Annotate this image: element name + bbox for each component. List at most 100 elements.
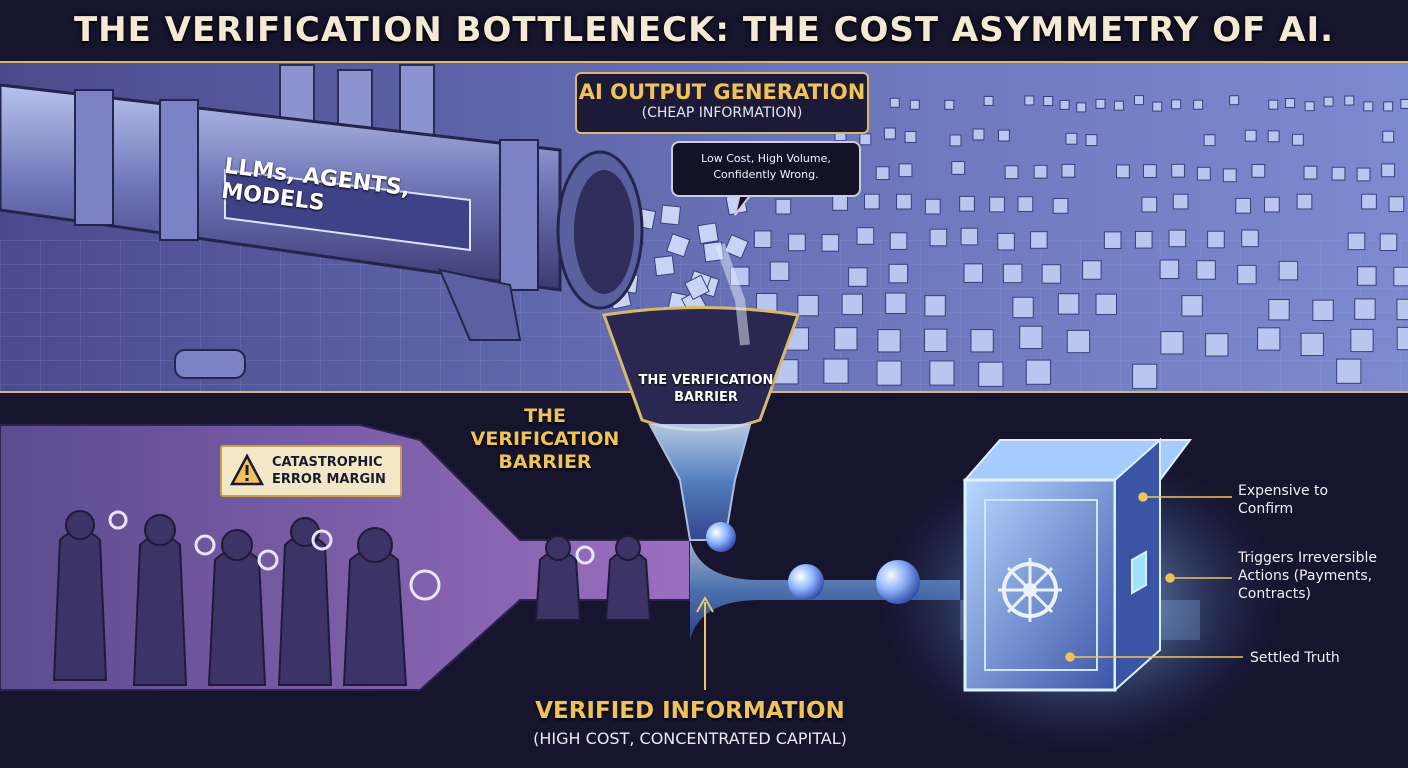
bubble-line: Low Cost, High Volume,	[673, 151, 859, 167]
data-cube	[1034, 165, 1047, 178]
data-cube	[770, 262, 789, 281]
data-cube	[884, 128, 895, 139]
data-cube	[1104, 232, 1121, 249]
data-cube	[1161, 332, 1183, 354]
data-cube	[1020, 326, 1042, 348]
data-cube	[1362, 194, 1377, 209]
data-cube	[973, 129, 984, 140]
data-cube	[979, 362, 1003, 386]
data-cube	[1389, 197, 1404, 212]
data-cube	[1077, 103, 1086, 112]
data-cube	[1292, 134, 1303, 145]
data-cube	[925, 296, 945, 316]
data-cube	[1230, 96, 1239, 105]
data-cube	[1013, 297, 1033, 317]
data-cube	[1053, 199, 1068, 214]
page-title: THE VERIFICATION BOTTLENECK: THE COST AS…	[0, 10, 1408, 50]
data-cube	[998, 233, 1015, 250]
data-cube	[1018, 197, 1033, 212]
data-cube	[1169, 230, 1186, 247]
data-cube	[1172, 164, 1185, 177]
data-cube	[890, 98, 899, 107]
data-cube	[1026, 360, 1050, 384]
data-cube	[952, 162, 965, 175]
data-cube	[1197, 167, 1210, 180]
data-cube	[950, 135, 961, 146]
data-cube	[754, 231, 771, 248]
data-cube	[1258, 328, 1280, 350]
data-cube	[1383, 131, 1394, 142]
data-cube	[945, 100, 954, 109]
data-cube	[1083, 261, 1102, 280]
data-cube	[798, 295, 818, 315]
data-cube	[789, 234, 806, 251]
data-cube	[1005, 166, 1018, 179]
annotation-settled: Settled Truth	[1250, 649, 1390, 667]
annotation-expensive: Expensive to Confirm	[1238, 482, 1388, 518]
data-cube	[1153, 102, 1162, 111]
data-cube	[998, 130, 1009, 141]
data-cube	[864, 194, 879, 209]
data-cube	[886, 293, 906, 313]
data-cube	[910, 100, 919, 109]
data-cube	[1401, 99, 1408, 108]
data-cube	[1197, 261, 1216, 280]
data-cube	[960, 196, 975, 211]
funnel-label-line: THE VERIFICATION	[626, 372, 786, 389]
data-cube	[1345, 96, 1354, 105]
annotation-line: Confirm	[1238, 500, 1388, 518]
data-cube	[1397, 327, 1408, 349]
data-cube	[1096, 99, 1105, 108]
data-cube	[1301, 333, 1323, 355]
data-cube	[905, 132, 916, 143]
data-cube	[1337, 359, 1361, 383]
data-cube	[1160, 260, 1179, 279]
data-cube	[1144, 165, 1157, 178]
barrier-callout: THE VERIFICATION BARRIER	[460, 405, 630, 474]
data-cube	[1062, 164, 1075, 177]
error-margin-text: CATASTROPHIC ERROR MARGIN	[272, 454, 386, 488]
data-cube	[925, 199, 940, 214]
annotation-line: Settled Truth	[1250, 649, 1390, 667]
data-cube	[1208, 231, 1225, 248]
data-cube	[925, 329, 947, 351]
annotation-line: Expensive to	[1238, 482, 1388, 500]
data-cube	[964, 264, 983, 283]
barrier-callout-line: THE	[460, 405, 630, 428]
annotation-line: Actions (Payments,	[1238, 567, 1398, 585]
data-cube	[776, 199, 791, 214]
data-cube	[1042, 265, 1061, 284]
data-cube	[1357, 168, 1370, 181]
data-cube	[930, 361, 954, 385]
data-cube	[857, 228, 874, 245]
data-cube	[1269, 300, 1289, 320]
data-cube	[833, 196, 848, 211]
data-cube	[1384, 102, 1393, 111]
data-cube	[1133, 364, 1157, 388]
data-cube	[1117, 165, 1130, 178]
data-cube	[971, 330, 993, 352]
data-cube	[1332, 167, 1345, 180]
data-cube	[1044, 97, 1053, 106]
data-cube	[1223, 169, 1236, 182]
falling-cube	[661, 205, 681, 225]
data-cube	[1067, 330, 1089, 352]
data-cube	[1135, 231, 1152, 248]
data-cube	[876, 167, 889, 180]
data-cube	[1096, 294, 1116, 314]
data-cube	[889, 264, 908, 283]
data-cube	[1269, 100, 1278, 109]
data-cube	[822, 235, 839, 252]
data-cube	[1238, 265, 1257, 284]
data-cube	[1348, 233, 1365, 250]
data-cube	[930, 229, 947, 246]
data-cube	[1245, 130, 1256, 141]
data-cube	[1204, 135, 1215, 146]
data-cube	[1066, 133, 1077, 144]
data-cube	[1265, 197, 1280, 212]
error-margin-box: CATASTROPHIC ERROR MARGIN	[220, 445, 402, 497]
data-cube	[897, 194, 912, 209]
data-cube	[1003, 264, 1022, 283]
verified-orb	[706, 522, 736, 552]
